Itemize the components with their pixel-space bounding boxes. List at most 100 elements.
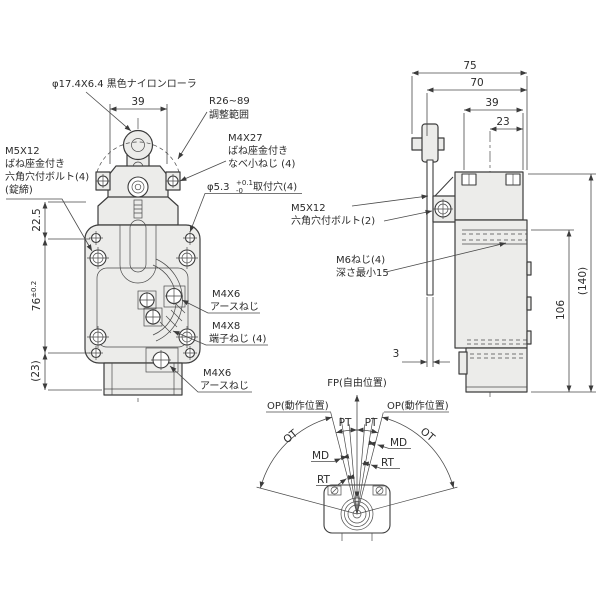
side-hex-bolt-label-2: 六角穴付ボルト(2) <box>291 214 375 227</box>
front-head-screw-left-cross <box>96 174 110 188</box>
angle-diagram: FP(自由位置) OP(動作位置) OP(動作位置) PT PT MD MD R… <box>256 376 458 541</box>
angle-head-notch-right <box>372 485 387 496</box>
front-dim39-ext <box>109 104 168 164</box>
angle-ot-limit-lines <box>256 486 458 515</box>
angle-head-below-lines <box>341 533 373 541</box>
front-terminal-hatch <box>159 302 186 334</box>
angle-rt-lines <box>348 424 366 515</box>
front-hole-tol-top: +0.1 <box>236 179 253 187</box>
front-earth-bot-label-1: M4X6 <box>203 368 231 379</box>
front-dim76-text: 76±0.2 <box>30 281 43 311</box>
front-hole-tol-bot: -0 <box>236 187 243 195</box>
angle-rt-left-label: RT <box>317 474 331 486</box>
angle-rt-right-label: RT <box>381 457 395 469</box>
angle-pt-arc-right <box>356 427 379 434</box>
angle-ot-arc-right <box>381 416 455 489</box>
front-terminal-screw-1-cross <box>139 292 155 308</box>
side-clamp-diagonal <box>433 176 454 198</box>
side-lower-dashed <box>467 339 527 345</box>
side-dim3-ext <box>426 297 434 367</box>
front-earth-bot-label-2: アースねじ <box>200 380 249 392</box>
front-earth-screw-top-cross <box>165 287 183 305</box>
side-dim75-text: 75 <box>463 60 476 72</box>
side-m6-holes-dashed <box>462 233 527 241</box>
angle-head-notch-left <box>327 485 342 496</box>
angle-hub-c3 <box>347 504 367 524</box>
side-dim70-text: 70 <box>470 77 483 89</box>
front-hex-bolt-label-2: ばね座金付き <box>5 157 65 170</box>
front-earth-bot-leader <box>169 365 252 393</box>
side-m6-leader <box>385 242 507 273</box>
front-hole-label: φ5.3 <box>207 182 230 193</box>
side-body <box>454 219 528 349</box>
angle-head-screw-right-slot <box>376 487 383 494</box>
angle-pt-right-label: PT <box>365 417 378 429</box>
front-roller-hub <box>131 138 145 152</box>
front-channel <box>119 225 157 284</box>
angle-op-lines <box>330 412 384 515</box>
front-pan-screw-label-2: ばね座金付き <box>228 144 288 157</box>
front-adjust-stem-threads <box>134 204 142 214</box>
front-dim23-text: (23) <box>30 360 42 382</box>
side-dim3-text: 3 <box>393 348 400 360</box>
side-hex-bolt-leader-2 <box>383 209 433 222</box>
front-hex-bolt-label-3: 六角穴付ボルト(4) <box>5 170 89 183</box>
side-dim39-text: 39 <box>485 97 498 109</box>
front-terminal-pad-2 <box>143 307 163 327</box>
front-boss-mid <box>131 180 145 194</box>
front-dim225-text: 22.5 <box>31 208 43 231</box>
front-roller-leader <box>85 91 132 132</box>
front-hex-bolt-label-4: (錠締) <box>5 183 33 196</box>
angle-ot-left-label: OT <box>281 427 300 446</box>
front-terminal-screw-2-cross <box>145 309 161 325</box>
angle-hub-c2 <box>344 501 370 527</box>
front-earth-pad-bottom <box>145 347 179 373</box>
front-earth-top-leader <box>181 299 260 314</box>
side-dim140-text: (140) <box>577 267 589 295</box>
side-view: 75 70 39 23 3 106 (140) M5X12 六角穴付ボルト(2)… <box>291 60 596 397</box>
front-cover-panel <box>96 267 189 348</box>
side-bump-1 <box>526 261 532 276</box>
front-adjust-label-2: 調整範囲 <box>209 108 249 121</box>
angle-md-left-label: MD <box>312 450 329 462</box>
angle-fp-label: FP(自由位置) <box>327 376 387 389</box>
front-pan-screw-leader <box>179 160 227 182</box>
side-lever-bar <box>426 159 434 296</box>
front-terminal-label-1: M4X8 <box>212 321 240 332</box>
front-dim39-text: 39 <box>131 96 144 108</box>
side-m6-label-2: 深さ最小15 <box>336 267 389 279</box>
angle-pt-arc-left <box>335 427 358 434</box>
side-bump-3 <box>526 330 532 345</box>
front-earth-top-label-2: アースねじ <box>210 301 259 313</box>
side-dim75-ext <box>411 76 528 170</box>
front-earth-screw-bottom-cross <box>151 350 171 370</box>
front-hole-label-suffix: 取付穴(4) <box>253 180 297 193</box>
angle-md-left-leader <box>311 458 342 464</box>
side-roller <box>421 123 439 163</box>
angle-op-left-label: OP(動作位置) <box>267 399 329 412</box>
side-conduit-cap <box>458 351 468 375</box>
front-adjust-arc <box>96 141 180 173</box>
side-conduit-dashed <box>470 353 525 359</box>
side-conduit <box>465 347 528 393</box>
front-hex-bolt-label-1: M5X12 <box>5 146 40 157</box>
front-adjust-leader <box>177 111 208 160</box>
angle-md-right-leader <box>377 444 411 450</box>
angle-rt-arc-left <box>347 474 355 480</box>
front-view: 39 22.5 76±0.2 (23) φ17.4X6.4 黒色ナイロンローラ … <box>5 77 302 402</box>
front-conduit <box>103 362 183 396</box>
angle-pt-left-label: PT <box>339 417 352 429</box>
front-head-base <box>97 196 179 226</box>
front-dim225-ext <box>48 201 90 240</box>
side-m6-label-1: M6ねじ(4) <box>336 254 385 266</box>
angle-op-right-label: OP(動作位置) <box>387 399 449 412</box>
side-hex-bolt-label-1: M5X12 <box>291 203 326 214</box>
angle-ot-arc-left <box>259 416 333 489</box>
front-pan-screw-label-1: M4X27 <box>228 133 263 144</box>
front-boss-inner <box>134 183 142 191</box>
front-boss-outer <box>127 176 149 198</box>
side-hex-bolt-leader-1 <box>351 194 429 207</box>
angle-rt-right-leader <box>370 464 400 470</box>
front-earth-top-label-1: M4X6 <box>212 289 240 300</box>
